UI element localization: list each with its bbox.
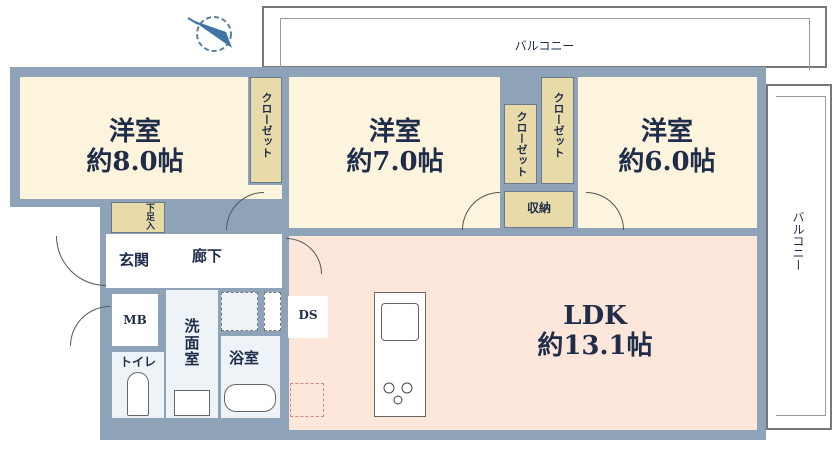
toilet: トイレ (112, 352, 164, 418)
hallway: 廊下 (162, 234, 282, 288)
fridge-space (290, 383, 324, 417)
western-room-2-label: 洋室約7.0帖 (346, 117, 444, 177)
kitchen-counter (374, 292, 426, 417)
toilet-bowl-icon (127, 372, 149, 416)
western-room-1-ext (165, 190, 248, 199)
closet-2[interactable]: クローゼット (504, 104, 537, 184)
stove-icon (383, 382, 413, 405)
balcony-right-label: バルコニー (791, 211, 805, 271)
ds: DS (288, 296, 328, 338)
western-room-1-label: 洋室約8.0帖 (86, 117, 184, 177)
entrance: 玄関 (106, 234, 162, 288)
bathtub-icon (224, 384, 276, 412)
storage[interactable]: 収納 (504, 191, 574, 228)
washer-space (221, 292, 258, 331)
washbasin-icon (174, 390, 210, 416)
balcony-top-label: バルコニー (514, 39, 575, 53)
mb: MB (112, 294, 158, 346)
ldk (289, 236, 757, 430)
bathroom: 浴室 (221, 336, 280, 418)
north-arrow-compass-icon (182, 8, 242, 58)
western-room-1 (20, 77, 248, 199)
closet-1[interactable]: クローゼット (250, 77, 282, 183)
shoe-cabinet[interactable]: 下足入 (111, 202, 165, 233)
western-room-2 (289, 77, 500, 228)
balcony-right: バルコニー (766, 84, 832, 430)
washroom: 洗面室 (166, 290, 218, 418)
balcony-top: バルコニー (262, 6, 827, 70)
closet-3[interactable]: クローゼット (541, 77, 574, 184)
western-room-3-label: 洋室約6.0帖 (618, 117, 716, 177)
